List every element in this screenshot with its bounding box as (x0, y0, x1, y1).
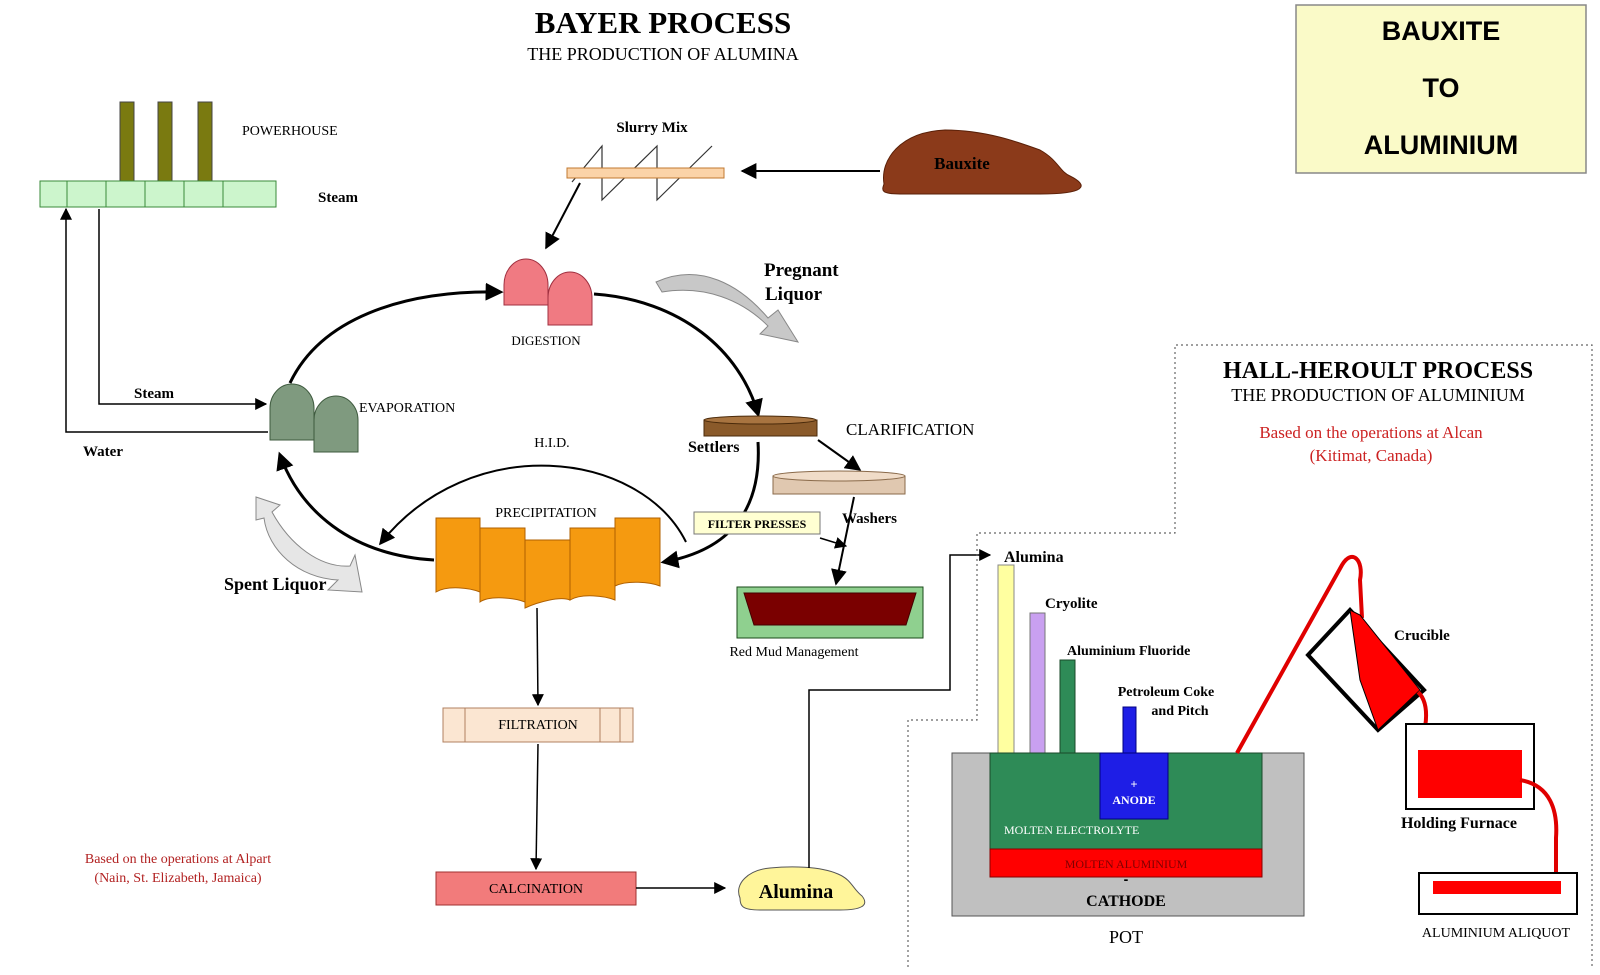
alumina-pile (738, 866, 866, 911)
settlers-label: Settlers (688, 439, 740, 456)
crucible-label: Crucible (1394, 628, 1450, 644)
filter-presses-label: FILTER PRESSES (708, 517, 807, 531)
evap-to-digestion-arc (288, 282, 504, 384)
banner-line-1: BAUXITE (1382, 16, 1501, 46)
hall-title: HALL-HEROULT PROCESS (1223, 358, 1533, 384)
aluminium-fluoride-label: Aluminium Fluoride (1067, 644, 1190, 659)
washers-tank (772, 470, 906, 495)
cathode-minus: - (1124, 871, 1129, 887)
bayer-subtitle: THE PRODUCTION OF ALUMINA (527, 44, 799, 64)
precipitation-label: PRECIPITATION (495, 506, 597, 521)
cryolite-label: Cryolite (1045, 596, 1098, 612)
filter-to-washers-arrow (819, 537, 848, 549)
cryolite-column (1029, 612, 1046, 754)
alumina-to-pot-line (808, 549, 992, 868)
washers-label: Washers (842, 511, 897, 527)
holding-furnace-metal (1418, 750, 1522, 798)
banner-line-2: TO (1422, 73, 1459, 103)
digestion-to-settlers-arc (593, 292, 763, 418)
digestion-tanks (503, 258, 593, 326)
electrolytic-pot (951, 752, 1305, 917)
anode-label: ANODE (1112, 793, 1155, 807)
settlers-to-washers-arrow (817, 439, 862, 471)
hall-subtitle: THE PRODUCTION OF ALUMINIUM (1231, 385, 1525, 405)
digestion-label: DIGESTION (511, 333, 581, 348)
slurry-mixer (566, 144, 725, 202)
alcan-note-2: (Kitimat, Canada) (1310, 446, 1433, 465)
steam-top-label: Steam (318, 190, 358, 206)
siphon-line (1235, 555, 1364, 754)
bauxite-label: Bauxite (934, 154, 990, 173)
filter-presses-box (693, 511, 821, 535)
alumina-pile-label: Alumina (759, 881, 833, 903)
settlers-to-precipitation-arc (660, 441, 760, 569)
water-label: Water (83, 444, 123, 460)
bayer-title: BAYER PROCESS (535, 5, 791, 40)
banner-line-3: ALUMINIUM (1364, 130, 1518, 160)
settlers-tank (703, 415, 818, 437)
petroleum-coke-label-1: Petroleum Coke (1118, 685, 1215, 700)
molten-aluminium-label: MOLTEN ALUMINIUM (1065, 857, 1188, 871)
filtration-to-calcination-arrow (530, 743, 543, 871)
hid-arc (379, 464, 687, 546)
anode-plus: + (1130, 777, 1137, 791)
evaporation-label: EVAPORATION (359, 401, 455, 416)
petroleum-coke-column (1122, 706, 1137, 754)
alpart-note-2: (Nain, St. Elizabeth, Jamaica) (94, 871, 261, 886)
spent-liquor-label: Spent Liquor (224, 574, 327, 594)
steam-line (98, 209, 268, 410)
furnace-to-aliquot-line (1519, 778, 1559, 878)
crucible (1305, 607, 1427, 733)
alumina-feed-label: Alumina (1004, 549, 1064, 566)
pregnant-liquor-arrow (655, 274, 800, 343)
calcination-label: CALCINATION (489, 882, 583, 897)
alpart-note-1: Based on the operations at Alpart (85, 852, 271, 867)
pregnant-liquor-label-1: Pregnant (764, 260, 839, 281)
clarification-label: CLARIFICATION (846, 420, 974, 439)
petroleum-coke-label-2: and Pitch (1151, 704, 1208, 719)
precipitation-tanks (435, 517, 661, 609)
water-line (60, 207, 268, 433)
powerhouse (39, 101, 277, 208)
aliquot-label: ALUMINIUM ALIQUOT (1422, 926, 1571, 941)
slurry-mix-label: Slurry Mix (616, 120, 688, 136)
bauxite-pile (882, 129, 1082, 195)
banner-box (1295, 4, 1587, 174)
precip-to-filtration-arrow (531, 607, 544, 707)
alumina-feed-column (997, 564, 1015, 754)
filtration-unit (442, 707, 634, 743)
red-mud-label: Red Mud Management (729, 645, 858, 660)
aluminium-fluoride-column (1059, 659, 1076, 754)
evaporation-tanks (269, 383, 359, 453)
red-mud-pond (736, 586, 924, 639)
spent-liquor-arrow (255, 496, 363, 593)
holding-furnace-label: Holding Furnace (1401, 815, 1517, 832)
alcan-note-1: Based on the operations at Alcan (1259, 423, 1483, 442)
powerhouse-label: POWERHOUSE (242, 124, 338, 139)
hall-heroult-border (907, 344, 1593, 967)
hid-label: H.I.D. (534, 436, 569, 451)
filtration-label: FILTRATION (498, 718, 578, 733)
slurry-to-digestion-arrow (545, 182, 581, 250)
pot-label: POT (1109, 927, 1143, 947)
cathode-label: CATHODE (1086, 893, 1166, 910)
steam-left-label: Steam (134, 386, 174, 402)
pregnant-liquor-label-2: Liquor (765, 284, 823, 305)
aliquot-metal (1433, 881, 1561, 894)
precipitation-to-evap-arc (276, 451, 435, 562)
molten-electrolyte-label: MOLTEN ELECTROLYTE (1004, 823, 1139, 837)
